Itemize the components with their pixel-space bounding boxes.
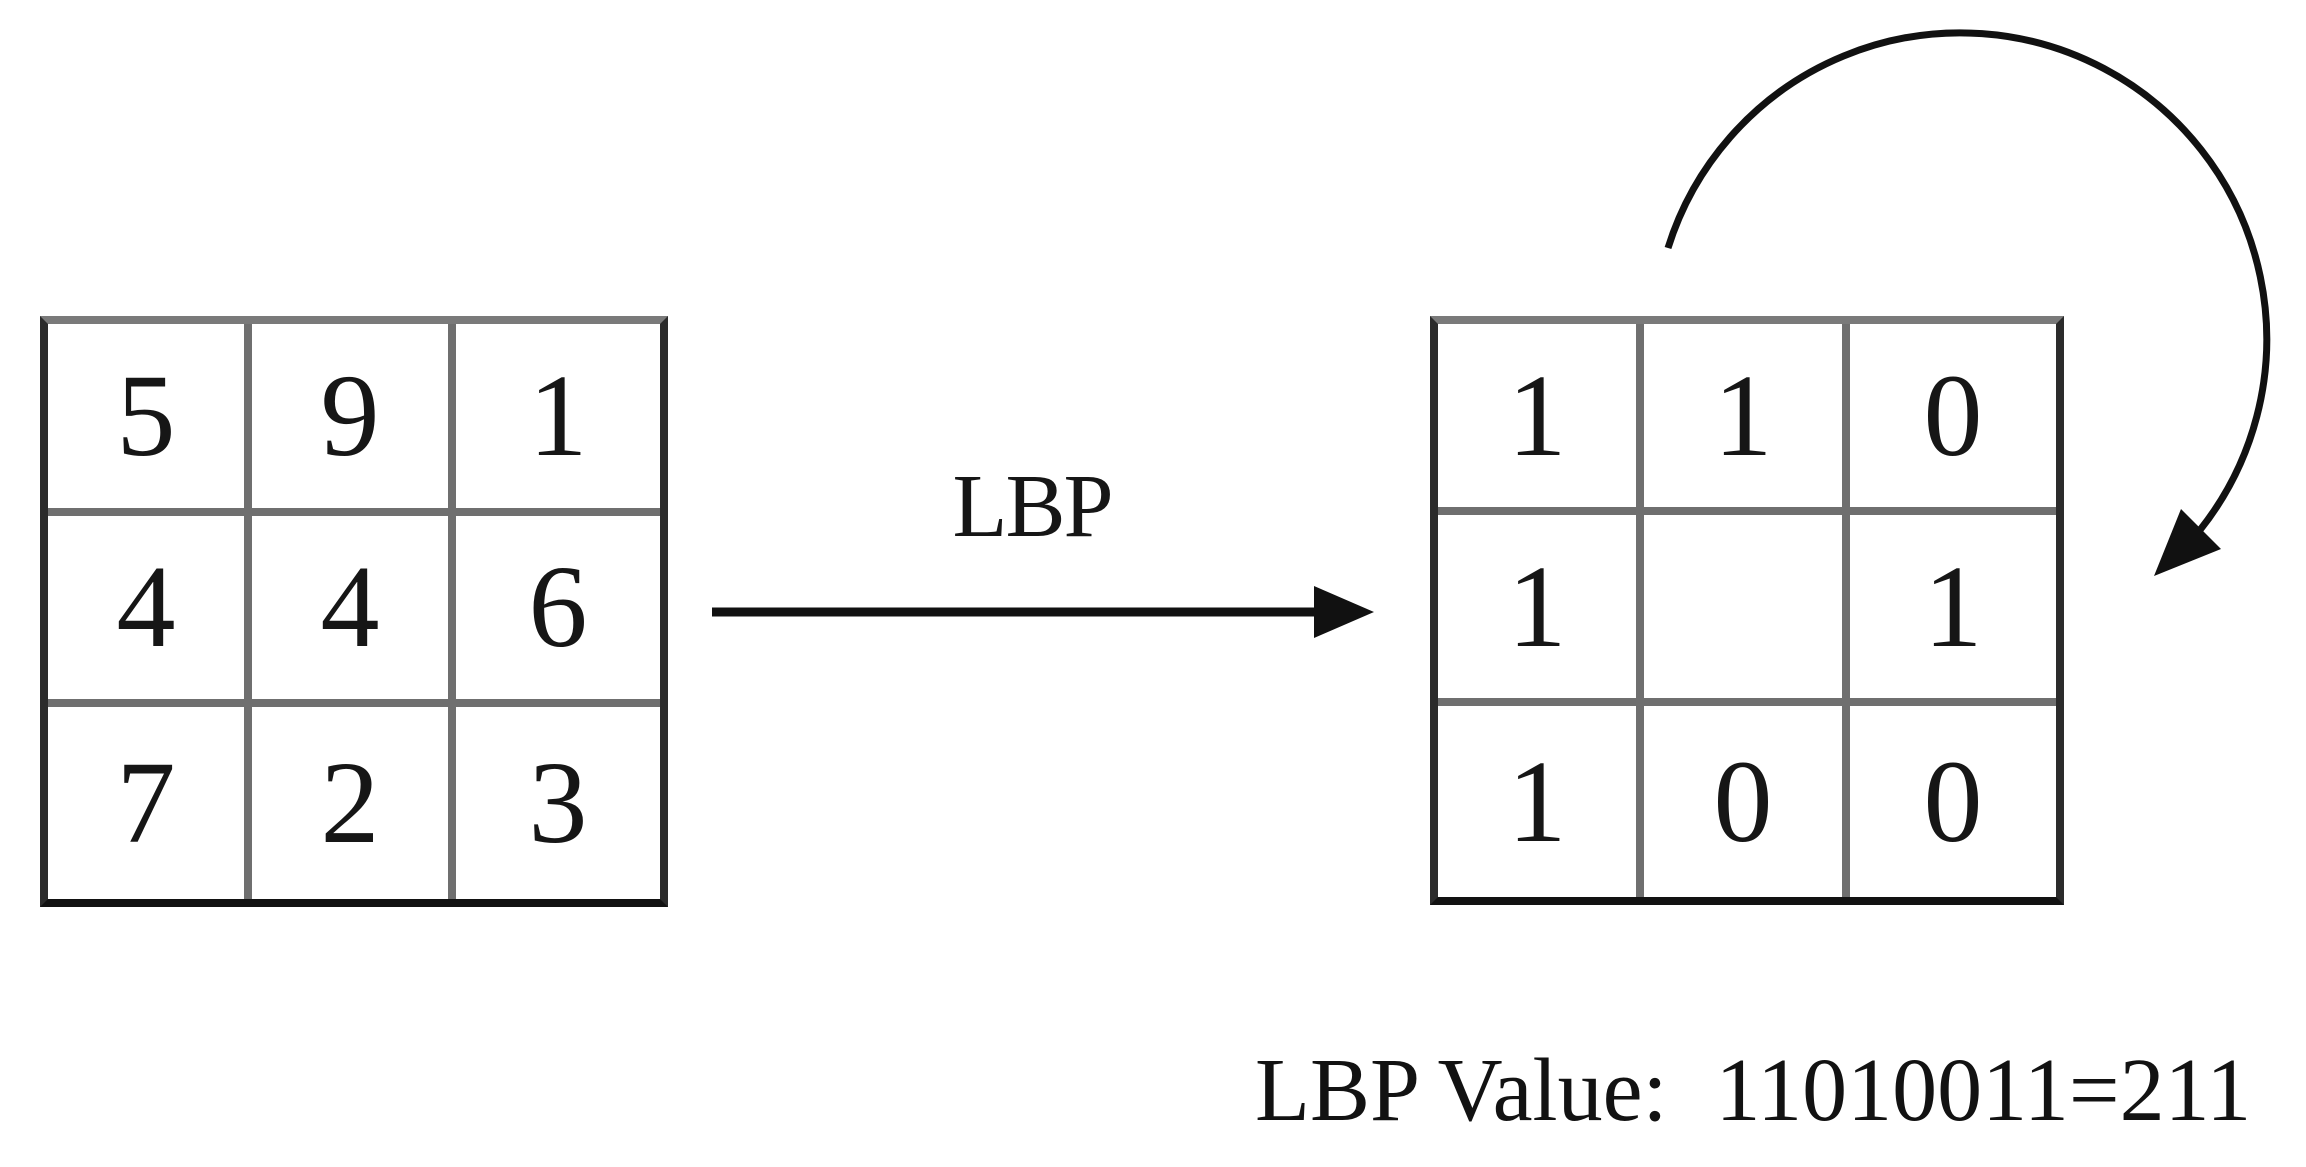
grid-cell: 4 xyxy=(48,515,252,708)
grid-cell: 4 xyxy=(252,515,456,708)
grid-cell: 1 xyxy=(1438,324,1644,515)
grid-cell: 0 xyxy=(1850,324,2056,515)
grid-cell: 2 xyxy=(252,707,456,899)
grid-cell: 1 xyxy=(1850,515,2056,706)
grid-cell: 0 xyxy=(1923,735,1983,867)
grid-cell-center-empty xyxy=(1644,515,1850,706)
lbp-operator-label: LBP xyxy=(952,457,1113,556)
lbp-value-caption-label: LBP Value: xyxy=(1255,1041,1668,1140)
lbp-value-caption-value: 11010011=211 xyxy=(1715,1041,2252,1140)
grid-cell: 1 xyxy=(1644,324,1850,515)
grid-cell: 5 xyxy=(48,324,252,516)
grid-cell: 1 xyxy=(1438,515,1644,706)
pixel-value-grid: 5 9 1 4 4 6 7 2 3 xyxy=(40,316,668,907)
grid-cell: 0 xyxy=(1644,706,1850,897)
grid-cell: 3 xyxy=(528,737,588,869)
grid-cell: 1 xyxy=(456,324,660,516)
arrow-head-sw-icon xyxy=(2154,509,2221,576)
arrow-head-right-icon xyxy=(1314,586,1374,638)
lbp-transform-arrow-icon xyxy=(712,586,1374,638)
grid-cell: 9 xyxy=(252,324,456,516)
grid-cell: 7 xyxy=(48,707,252,899)
grid-cell: 6 xyxy=(456,516,660,708)
binary-threshold-grid: 1 1 0 1 1 1 0 0 xyxy=(1430,316,2064,905)
lbp-value-caption: LBP Value:11010011=211 xyxy=(1255,1046,2251,1136)
grid-cell: 1 xyxy=(1438,706,1644,897)
